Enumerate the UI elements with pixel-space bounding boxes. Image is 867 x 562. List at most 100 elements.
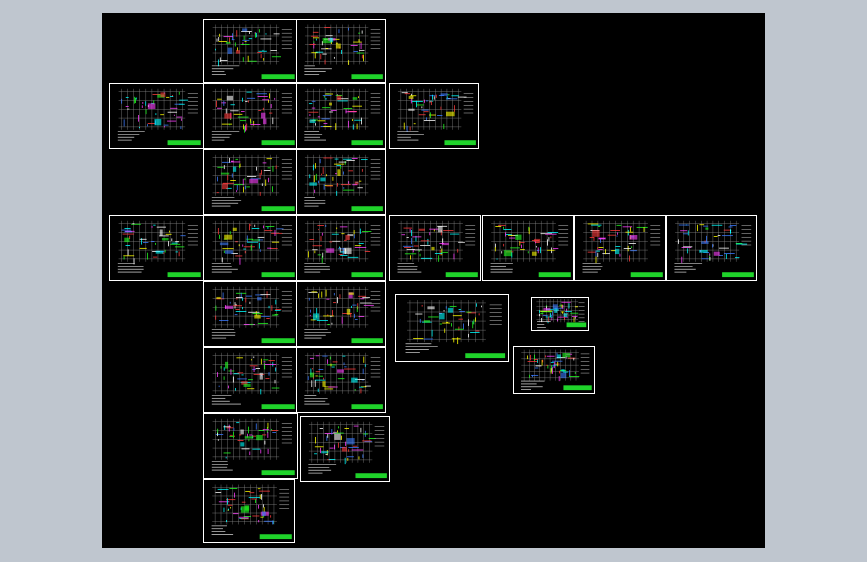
title-block xyxy=(261,470,295,476)
plan-fill xyxy=(244,436,254,439)
title-block xyxy=(261,338,295,344)
plan-fill xyxy=(440,93,448,96)
drawing-sheet[interactable] xyxy=(513,346,595,394)
drawing-sheet[interactable] xyxy=(203,479,295,543)
title-block xyxy=(259,534,292,540)
sheet-drawing xyxy=(536,299,587,330)
title-block xyxy=(355,473,387,479)
plan-fill xyxy=(437,226,443,233)
title-block xyxy=(261,206,295,212)
plan-fill xyxy=(322,381,326,387)
plan-fill xyxy=(705,227,709,230)
plan-fill xyxy=(563,313,568,318)
plan-fill xyxy=(543,307,551,311)
plan-fill xyxy=(242,28,248,32)
plan-fill xyxy=(227,47,233,54)
plan-fill xyxy=(313,313,320,320)
plan-fill xyxy=(243,383,251,387)
plan-fill xyxy=(326,248,335,253)
plan-fill xyxy=(219,242,229,246)
drawing-sheet[interactable] xyxy=(666,215,757,281)
drawing-sheet[interactable] xyxy=(109,215,204,281)
plan-fill xyxy=(560,372,567,379)
sheet-drawing xyxy=(211,352,295,410)
plan-fill xyxy=(309,182,317,186)
drawing-sheet[interactable] xyxy=(203,281,298,347)
sheet-drawing xyxy=(304,154,383,212)
plan-fill xyxy=(240,506,249,513)
drawing-sheet[interactable] xyxy=(296,281,386,347)
title-block xyxy=(566,322,587,328)
plan-fill xyxy=(348,292,354,295)
plan-fill xyxy=(226,95,234,101)
plan-fill xyxy=(408,108,415,111)
plan-fill xyxy=(441,242,449,246)
drawing-sheet[interactable] xyxy=(482,215,574,281)
plan-fill xyxy=(431,246,435,251)
plan-fill xyxy=(446,111,455,117)
plan-fill xyxy=(503,250,512,257)
drawing-sheet[interactable] xyxy=(296,215,386,281)
plan-fill xyxy=(561,369,565,372)
title-block xyxy=(261,404,295,410)
drawing-sheet[interactable] xyxy=(574,215,666,281)
plan-fill xyxy=(216,296,221,300)
sheet-drawing xyxy=(674,220,754,278)
plan-fill xyxy=(224,250,233,254)
drawing-sheet[interactable] xyxy=(389,215,481,281)
plan-fill xyxy=(552,304,558,310)
title-block xyxy=(167,140,201,146)
drawing-sheet[interactable] xyxy=(531,297,589,331)
plan-fill xyxy=(321,451,329,454)
title-block xyxy=(261,140,295,146)
plan-fill xyxy=(254,314,261,319)
sheet-drawing xyxy=(397,220,478,278)
drawing-sheet[interactable] xyxy=(203,215,298,281)
title-block xyxy=(351,140,383,146)
plan-fill xyxy=(160,92,166,98)
plan-fill xyxy=(240,442,245,447)
sheet-drawing xyxy=(117,88,201,146)
title-block xyxy=(167,272,201,278)
title-block xyxy=(444,140,476,146)
plan-fill xyxy=(262,511,266,516)
plan-fill xyxy=(614,248,620,255)
drawing-sheet[interactable] xyxy=(296,149,386,215)
plan-fill xyxy=(562,352,571,358)
drawing-sheet[interactable] xyxy=(300,416,390,482)
plan-fill xyxy=(309,372,315,378)
plan-fill xyxy=(329,102,332,106)
sheet-drawing xyxy=(308,421,387,479)
plan-fill xyxy=(343,247,352,255)
sheet-drawing xyxy=(304,220,383,278)
plan-fill xyxy=(240,429,244,435)
plan-fill xyxy=(346,308,351,315)
drawing-sheet[interactable] xyxy=(203,83,298,149)
plan-fill xyxy=(336,95,342,101)
plan-fill xyxy=(352,97,358,100)
plan-fill xyxy=(351,377,358,383)
drawing-sheet[interactable] xyxy=(296,347,386,413)
drawing-sheet[interactable] xyxy=(203,347,298,413)
drawing-sheet[interactable] xyxy=(296,19,386,83)
title-block xyxy=(465,353,506,359)
drawing-sheet[interactable] xyxy=(389,83,479,149)
plan-fill xyxy=(225,41,231,44)
sheet-drawing xyxy=(397,88,476,146)
drawing-sheet[interactable] xyxy=(296,83,386,149)
plan-fill xyxy=(427,306,435,310)
drawing-canvas[interactable] xyxy=(102,13,765,548)
plan-fill xyxy=(221,183,228,190)
plan-fill xyxy=(257,297,262,301)
drawing-sheet[interactable] xyxy=(203,413,298,479)
drawing-sheet[interactable] xyxy=(203,19,298,83)
sheet-drawing xyxy=(211,154,295,212)
drawing-sheet[interactable] xyxy=(109,83,204,149)
plan-fill xyxy=(423,320,430,323)
title-block xyxy=(563,385,592,391)
drawing-sheet[interactable] xyxy=(203,149,298,215)
sheet-drawing xyxy=(211,418,295,476)
plan-fill xyxy=(147,103,156,109)
plan-fill xyxy=(334,433,341,440)
drawing-sheet[interactable] xyxy=(395,294,509,362)
